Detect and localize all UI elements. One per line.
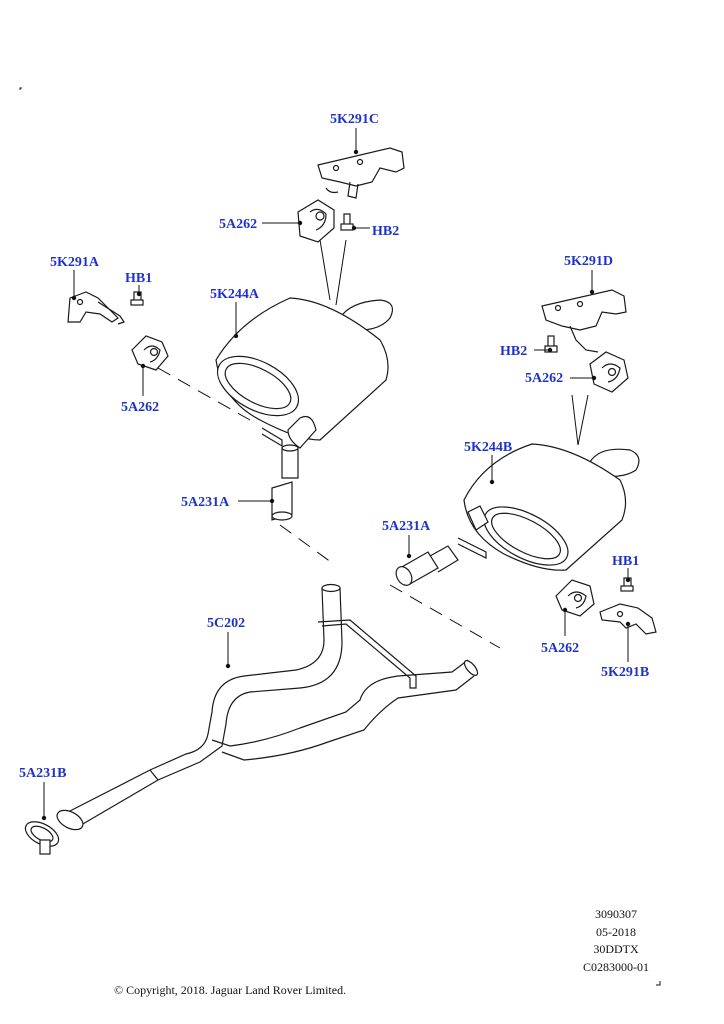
rubber-mount-5a262-right-bottom: [555, 579, 595, 617]
callout-5a231b: 5A231B: [19, 766, 66, 781]
callout-5a262-top: 5A262: [219, 217, 257, 232]
reference-code: 30DDTX: [593, 942, 639, 956]
callout-hb2-right: HB2: [500, 344, 527, 359]
bolt-hb1-left: [130, 291, 144, 306]
corner-mark-top-left: [19, 87, 22, 90]
illustration-number: C0283000-01: [583, 959, 649, 974]
callout-5k291a: 5K291A: [50, 255, 100, 270]
callout-5k244b: 5K244B: [464, 440, 512, 455]
rubber-mount-5a262-left: [131, 335, 169, 371]
callout-5k244a: 5K244A: [210, 287, 260, 302]
callout-5a231a-right: 5A231A: [382, 519, 431, 534]
clamp-5a231a-right: [395, 545, 459, 586]
bracket-5k291a: [67, 291, 125, 325]
rubber-mount-5a262-top: [297, 199, 335, 243]
bracket-5k291d: [541, 289, 627, 353]
copyright-notice: © Copyright, 2018. Jaguar Land Rover Lim…: [114, 983, 347, 997]
rubber-mount-5a262-right-top: [589, 351, 629, 393]
callout-5a262-left: 5A262: [121, 400, 159, 415]
clamp-5a231b: [24, 821, 60, 855]
callout-hb2-top: HB2: [372, 224, 399, 239]
corner-mark-bottom-right: [656, 981, 661, 986]
callout-hb1-right: HB1: [612, 554, 639, 569]
callout-hb1-left: HB1: [125, 271, 152, 286]
clamp-5a231a-left: [271, 481, 293, 521]
callout-5a262-right-top: 5A262: [525, 371, 563, 386]
muffler-5k244a: [215, 297, 393, 449]
callout-5k291d: 5K291D: [564, 254, 613, 269]
reference-number: 3090307: [595, 907, 637, 921]
muffler-5k244b: [457, 443, 640, 571]
callout-5k291b: 5K291B: [601, 665, 649, 680]
bracket-5k291c: [317, 147, 405, 199]
callout-5a262-right-bottom: 5A262: [541, 641, 579, 656]
assembly-lines: [157, 239, 589, 649]
bolt-hb2-top: [340, 213, 354, 231]
reference-date: 05-2018: [596, 924, 636, 939]
callout-5k291c: 5K291C: [330, 112, 379, 127]
callout-5a231a-left: 5A231A: [181, 495, 230, 510]
tailpipe-left: [281, 444, 299, 479]
callout-5c202: 5C202: [207, 616, 245, 631]
reference-block: 3090307 05-2018 30DDTX C0283000-01: [566, 906, 666, 976]
bracket-5k291b: [599, 603, 657, 635]
y-pipe-5c202: [56, 583, 479, 831]
leaders: [41, 128, 631, 821]
